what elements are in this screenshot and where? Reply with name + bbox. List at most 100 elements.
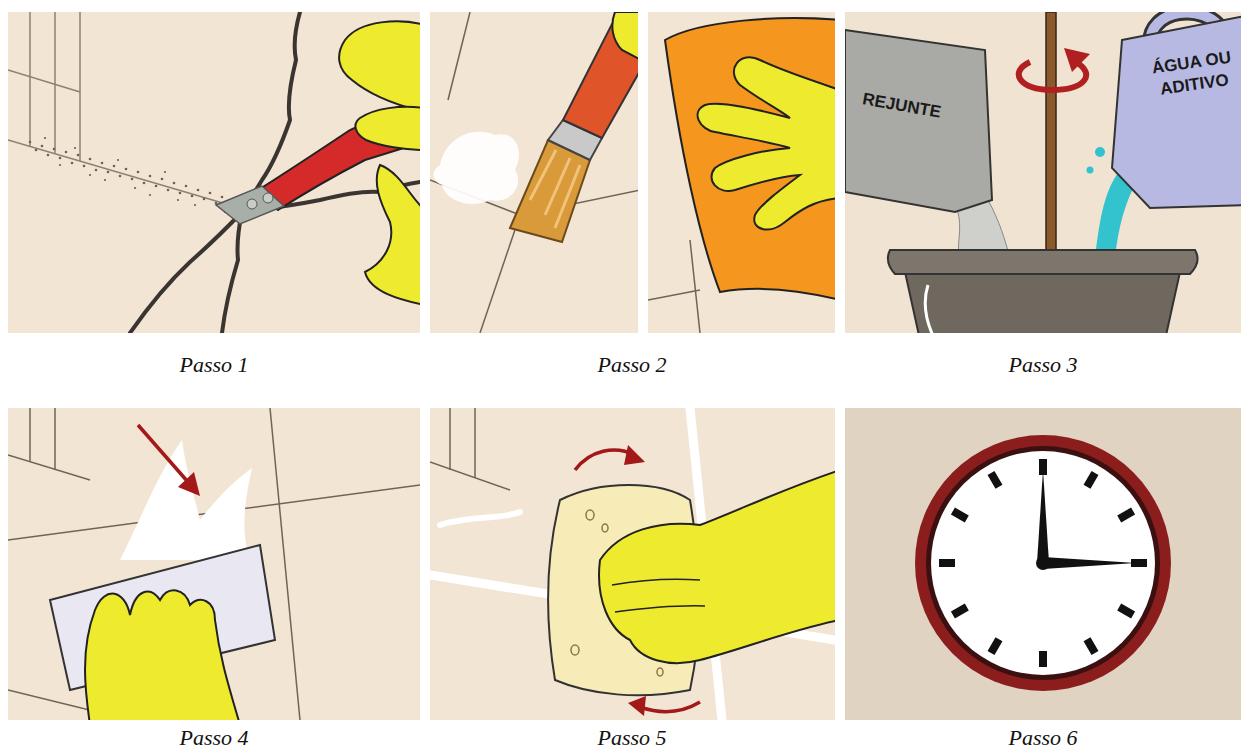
rotation-arrows xyxy=(624,445,645,465)
grout-dust xyxy=(89,158,92,161)
tile-joints xyxy=(648,290,700,300)
glove xyxy=(698,57,835,229)
rotation-arrows xyxy=(575,445,700,716)
grout-dust xyxy=(155,185,158,188)
grout-dust xyxy=(119,175,122,178)
grout-dust xyxy=(35,149,38,152)
direction-arrow xyxy=(138,425,200,496)
clock-ticks xyxy=(939,459,1147,667)
bucket xyxy=(888,250,1198,333)
grout-dust xyxy=(131,178,134,181)
grout-dust xyxy=(185,185,188,188)
clock-ticks xyxy=(953,511,967,519)
glove xyxy=(355,107,420,150)
bucket xyxy=(925,285,935,333)
grout-dust xyxy=(44,137,46,139)
sponge-holes xyxy=(602,524,608,532)
scraper xyxy=(263,193,273,203)
tile-joints xyxy=(430,462,510,490)
clock-ticks xyxy=(1119,511,1133,519)
grout-dust xyxy=(74,147,76,149)
grout-dust xyxy=(149,175,152,178)
clock-face xyxy=(931,451,1155,675)
wall-tiles xyxy=(8,140,250,211)
grout-dust xyxy=(197,189,200,192)
wall-tiles xyxy=(54,12,56,153)
glove xyxy=(339,21,420,112)
cloth xyxy=(665,18,835,300)
tile-joints xyxy=(29,408,31,462)
direction-arrow xyxy=(138,425,188,482)
grout-dust xyxy=(95,169,98,172)
grout-dust xyxy=(143,182,146,185)
grout-dust xyxy=(65,151,68,154)
clock-ticks xyxy=(991,473,999,487)
step-caption: Passo 2 xyxy=(597,352,666,378)
filled-joints xyxy=(440,512,520,525)
rotation-arrows xyxy=(628,696,646,716)
grout-dust xyxy=(29,141,32,144)
grout-dust xyxy=(104,179,106,181)
tile-joints xyxy=(8,455,90,480)
waiting-panel xyxy=(845,408,1241,720)
package-label: REJUNTE xyxy=(861,88,943,123)
grout-dust xyxy=(29,137,242,213)
grout-dust xyxy=(71,162,74,165)
sponge-holes xyxy=(571,645,579,655)
step-caption: Passo 6 xyxy=(1008,725,1077,751)
grout-dust xyxy=(177,199,179,201)
grout-dust xyxy=(113,165,116,168)
wall-tiles xyxy=(29,12,31,146)
grout-dust xyxy=(125,168,128,171)
clock-ticks xyxy=(953,607,967,615)
glove xyxy=(612,12,638,62)
clock-rim xyxy=(915,435,1171,691)
grout-dust xyxy=(59,164,61,166)
clock-hands xyxy=(1043,557,1136,569)
grout-dust xyxy=(83,165,86,168)
tile-joints xyxy=(449,408,451,470)
grout-dust xyxy=(149,194,151,196)
package-label: ÁGUA OU ADITIVO xyxy=(1147,46,1238,102)
step-caption: Passo 5 xyxy=(597,725,666,751)
scraper xyxy=(247,199,257,209)
grout-dust xyxy=(137,171,140,174)
grout-dust xyxy=(47,154,50,157)
scraper xyxy=(216,186,284,224)
wall-tiles xyxy=(8,12,250,211)
grout-dust xyxy=(161,178,164,181)
jug xyxy=(1112,15,1241,208)
finger-lines xyxy=(612,579,700,585)
glove xyxy=(365,165,420,305)
grout-dust xyxy=(179,192,182,195)
grout-dust xyxy=(134,187,136,189)
glove xyxy=(339,21,420,305)
grout-bag xyxy=(845,30,992,212)
tile-joints xyxy=(54,408,56,470)
tile-joints xyxy=(690,240,700,333)
tile-joints xyxy=(648,240,700,333)
wiping-panel xyxy=(648,12,835,333)
clock-hands xyxy=(1037,470,1049,563)
grout-dust xyxy=(173,182,176,185)
scraping-panel xyxy=(8,12,420,333)
grout-dust xyxy=(117,159,119,161)
rotation-arrows xyxy=(640,702,700,712)
rotation-arrow xyxy=(1064,48,1090,72)
step-caption: Passo 3 xyxy=(1008,352,1077,378)
grout-dust xyxy=(164,171,166,173)
old-grout xyxy=(130,212,242,333)
glove xyxy=(599,470,835,663)
clock-ticks xyxy=(991,639,999,653)
grout-dust xyxy=(59,157,62,160)
grout-dust xyxy=(53,148,56,151)
sponge-panel xyxy=(430,408,835,720)
mixing-panel xyxy=(845,12,1241,333)
clock-ticks xyxy=(1087,473,1095,487)
clock-ticks xyxy=(1119,607,1133,615)
clock-hands xyxy=(1036,470,1136,570)
grout-dust xyxy=(209,192,212,195)
applying-panel xyxy=(8,408,420,720)
grout-dust xyxy=(221,196,224,199)
